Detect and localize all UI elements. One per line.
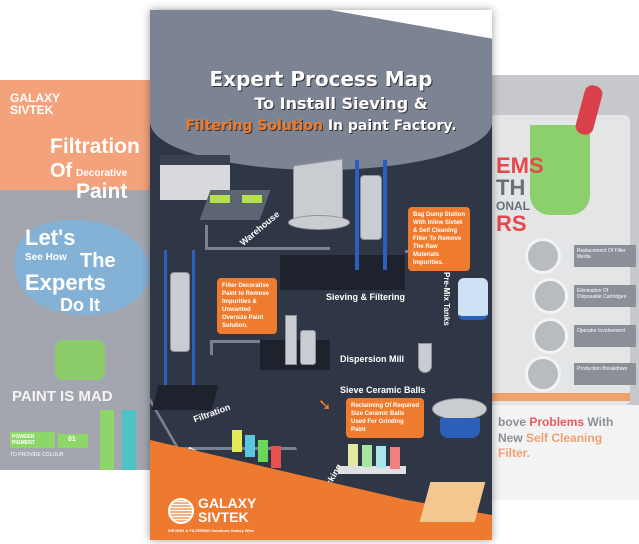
splash-line-4: Do It [60, 295, 100, 315]
footer-highlight: Self Cleaning Filter. [498, 431, 603, 460]
flow-path [205, 225, 330, 250]
premix-tank [458, 278, 488, 320]
self-cleaning-filter [360, 175, 382, 240]
flow-path [210, 340, 270, 355]
galaxy-sivtek-logo-icon [168, 498, 194, 524]
filter-frame [383, 160, 387, 270]
stage-ceramic: Sieve Ceramic Balls [340, 385, 426, 395]
packed-can [376, 446, 386, 468]
problem-item: Replacement Of Filter Media [574, 245, 636, 267]
ceramic-sieve [432, 398, 487, 420]
dispersion-mill [285, 315, 297, 365]
problem-item: Operator Involvement [574, 325, 636, 347]
heading-fragment-4: RS [496, 211, 527, 236]
orange-drip-header [0, 80, 170, 190]
footer-text: bove [498, 415, 527, 429]
green-pipe [100, 410, 114, 470]
problem-item: Elimination Of Disposable Cartridges [574, 285, 636, 307]
green-paint-icon [55, 340, 105, 380]
left-poster-logo: GALAXY SIVTEK [10, 91, 60, 117]
can-orange-rim [490, 393, 630, 401]
callout-filter: Filter Decorative Paint to Remove Impuri… [217, 278, 277, 334]
packed-can [390, 447, 400, 469]
filter-frame [355, 160, 359, 270]
title-highlight: Filtering Solution [185, 118, 323, 134]
filling-can [232, 430, 242, 452]
filtration-unit [170, 272, 190, 352]
u-tube [418, 343, 432, 373]
vibro-sieve [288, 215, 350, 230]
logo-tagline: SIEVING & FILTERING Solutions Galaxy Wis… [168, 528, 255, 533]
callout-ceramic: Reclaiming Of Required Size Ceramic Ball… [346, 398, 424, 438]
problem-item: Production Breakdown [574, 363, 636, 385]
callout-bag-dump: Bag Dump Station With Inline Sivtek & Se… [408, 207, 470, 271]
right-poster: EMS TH ONAL RS Replacement Of Filter Med… [470, 75, 639, 500]
problem-image [532, 318, 568, 354]
filtration-platform [151, 385, 219, 410]
step-number: 01 [58, 434, 88, 448]
heading-fragment-1: EMS [496, 153, 544, 178]
left-title-2b: Decorative [76, 168, 128, 179]
stage-sieving: Sieving & Filtering [326, 292, 406, 302]
title-line-1: Expert Process Map [209, 67, 433, 91]
filter-frame [164, 250, 167, 400]
problem-image [525, 356, 561, 392]
left-poster: GALAXY SIVTEK Filtration Of Decorative P… [0, 80, 170, 470]
stage-premix: Pre-Mix Tanks [442, 272, 451, 326]
paint-is-made-banner: PAINT IS MAD [12, 388, 113, 405]
blue-paint-splash [15, 220, 150, 315]
left-title-1: Filtration [50, 135, 140, 158]
heading-fragment-3: ONAL [496, 199, 530, 213]
green-paint-drip [530, 125, 590, 215]
filter-frame [192, 250, 195, 400]
splash-line-2b: The [80, 250, 116, 272]
splash-line-2a: See How [25, 252, 67, 263]
title-line-2: To Install Sieving & [254, 94, 428, 113]
heading-fragment-2: TH [496, 175, 526, 200]
splash-line-3: Experts [25, 270, 106, 295]
problem-image [532, 278, 568, 314]
packed-can [362, 445, 372, 467]
process-map-poster: Expert Process Map To Install Sieving & … [150, 10, 492, 540]
left-title-3: Paint [76, 180, 128, 203]
logo-line-2: SIVTEK [198, 509, 249, 525]
truck-icon [242, 195, 262, 203]
package-box [419, 482, 486, 522]
footer-text: New [498, 431, 523, 445]
sieve-base [440, 418, 480, 438]
splash-line-1: Let's [25, 225, 76, 250]
footer-text: With [587, 415, 614, 429]
powder-pigment-label: POWDER PIGMENT [10, 432, 55, 448]
arrow-icon: ➘ [318, 397, 332, 414]
filling-can [271, 446, 281, 468]
title-line-3: In paint Factory. [327, 118, 457, 134]
filling-can [245, 435, 255, 457]
logo-line-1: GALAXY [198, 495, 257, 511]
packing-conveyor [338, 466, 406, 474]
truck-icon [210, 195, 230, 203]
footer-highlight: Problems [529, 415, 585, 429]
step-desc: TO PROVIDE COLOUR, [10, 452, 65, 458]
left-title-2a: Of [50, 160, 73, 182]
filling-can [258, 440, 268, 462]
teal-pipe [122, 410, 136, 470]
stage-dispersion: Dispersion Mill [340, 354, 405, 364]
packed-can [348, 444, 358, 466]
right-footer [470, 405, 639, 500]
problem-image [525, 238, 561, 274]
title-band [150, 10, 492, 170]
mill-tank [300, 330, 316, 365]
